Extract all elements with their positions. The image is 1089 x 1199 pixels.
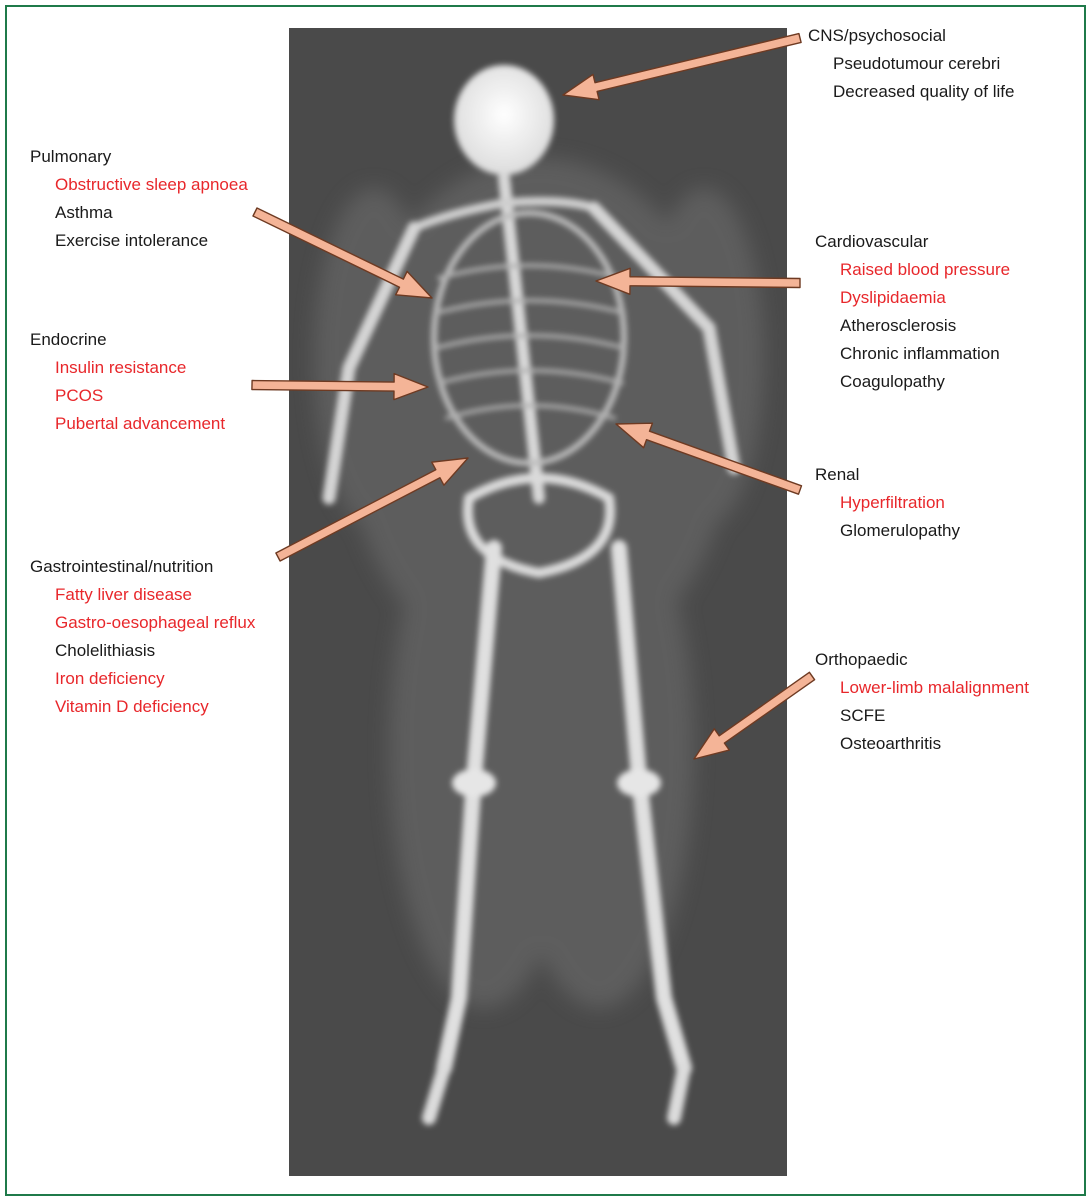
arrow-cardiovascular (596, 268, 800, 294)
list-item: PCOS (30, 382, 225, 410)
group-heading: Cardiovascular (815, 228, 1010, 256)
group-gastrointestinal: Gastrointestinal/nutrition Fatty liver d… (30, 553, 255, 721)
list-item: Atherosclerosis (815, 312, 1010, 340)
group-cns: CNS/psychosocial Pseudotumour cerebri De… (808, 22, 1014, 106)
list-item: Hyperfiltration (815, 489, 960, 517)
list-item: Obstructive sleep apnoea (30, 171, 248, 199)
group-renal: Renal Hyperfiltration Glomerulopathy (815, 461, 960, 545)
list-item: Asthma (30, 199, 248, 227)
list-item: Pubertal advancement (30, 410, 225, 438)
list-item: Exercise intolerance (30, 227, 248, 255)
group-heading: Gastrointestinal/nutrition (30, 553, 255, 581)
arrow-gastrointestinal (276, 458, 468, 561)
group-orthopaedic: Orthopaedic Lower-limb malalignment SCFE… (815, 646, 1029, 758)
list-item: Raised blood pressure (815, 256, 1010, 284)
group-heading: Endocrine (30, 326, 225, 354)
group-endocrine: Endocrine Insulin resistance PCOS Pubert… (30, 326, 225, 438)
group-pulmonary: Pulmonary Obstructive sleep apnoea Asthm… (30, 143, 248, 255)
group-cardiovascular: Cardiovascular Raised blood pressure Dys… (815, 228, 1010, 396)
list-item: Vitamin D deficiency (30, 693, 255, 721)
group-heading: Pulmonary (30, 143, 248, 171)
list-item: Cholelithiasis (30, 637, 255, 665)
list-item: Fatty liver disease (30, 581, 255, 609)
list-item: Insulin resistance (30, 354, 225, 382)
group-heading: Renal (815, 461, 960, 489)
list-item: Chronic inflammation (815, 340, 1010, 368)
list-item: Dyslipidaemia (815, 284, 1010, 312)
list-item: Gastro-oesophageal reflux (30, 609, 255, 637)
list-item: Pseudotumour cerebri (808, 50, 1014, 78)
arrow-pulmonary (253, 208, 432, 298)
arrow-cns (563, 34, 801, 100)
list-item: Iron deficiency (30, 665, 255, 693)
list-item: Coagulopathy (815, 368, 1010, 396)
list-item: Lower-limb malalignment (815, 674, 1029, 702)
arrow-renal (616, 423, 802, 494)
list-item: Decreased quality of life (808, 78, 1014, 106)
list-item: SCFE (815, 702, 1029, 730)
list-item: Glomerulopathy (815, 517, 960, 545)
group-heading: CNS/psychosocial (808, 22, 1014, 50)
arrow-endocrine (252, 374, 428, 400)
group-heading: Orthopaedic (815, 646, 1029, 674)
list-item: Osteoarthritis (815, 730, 1029, 758)
arrow-orthopaedic (694, 672, 815, 759)
